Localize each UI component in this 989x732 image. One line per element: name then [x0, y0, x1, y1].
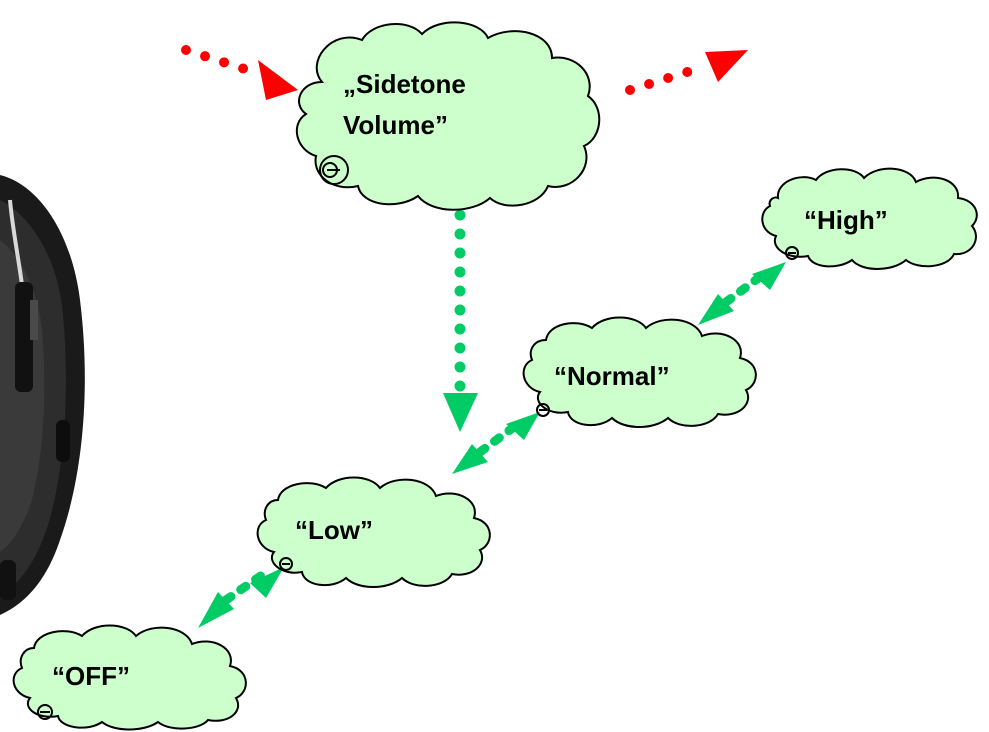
- off-cloud: “OFF”: [12, 624, 247, 731]
- off-low-connector: [198, 567, 284, 628]
- normal-cloud: “Normal”: [522, 316, 757, 428]
- low-label: “Low”: [295, 515, 373, 545]
- high-label: “High”: [804, 205, 888, 235]
- output-arrow: [625, 50, 748, 95]
- sidetone-volume-title-line1: „Sidetone: [343, 69, 466, 99]
- cycle-icon: [536, 403, 550, 417]
- input-arrow: [181, 45, 298, 100]
- normal-high-connector: [698, 262, 786, 325]
- sidetone-to-low-arrow: [443, 209, 478, 432]
- low-cloud: “Low”: [256, 476, 491, 588]
- sidetone-volume-title-line2: Volume”: [343, 110, 448, 140]
- cycle-icon: [319, 155, 349, 185]
- low-normal-connector: [452, 412, 540, 474]
- normal-label: “Normal”: [554, 361, 670, 391]
- cycle-icon: [785, 246, 799, 260]
- off-label: “OFF”: [52, 661, 130, 691]
- cycle-icon: [37, 704, 53, 720]
- high-cloud: “High”: [761, 167, 978, 270]
- headset-earcup-photo: [0, 150, 85, 620]
- cycle-icon: [279, 557, 293, 571]
- sidetone-volume-cloud: „Sidetone Volume”: [296, 21, 601, 211]
